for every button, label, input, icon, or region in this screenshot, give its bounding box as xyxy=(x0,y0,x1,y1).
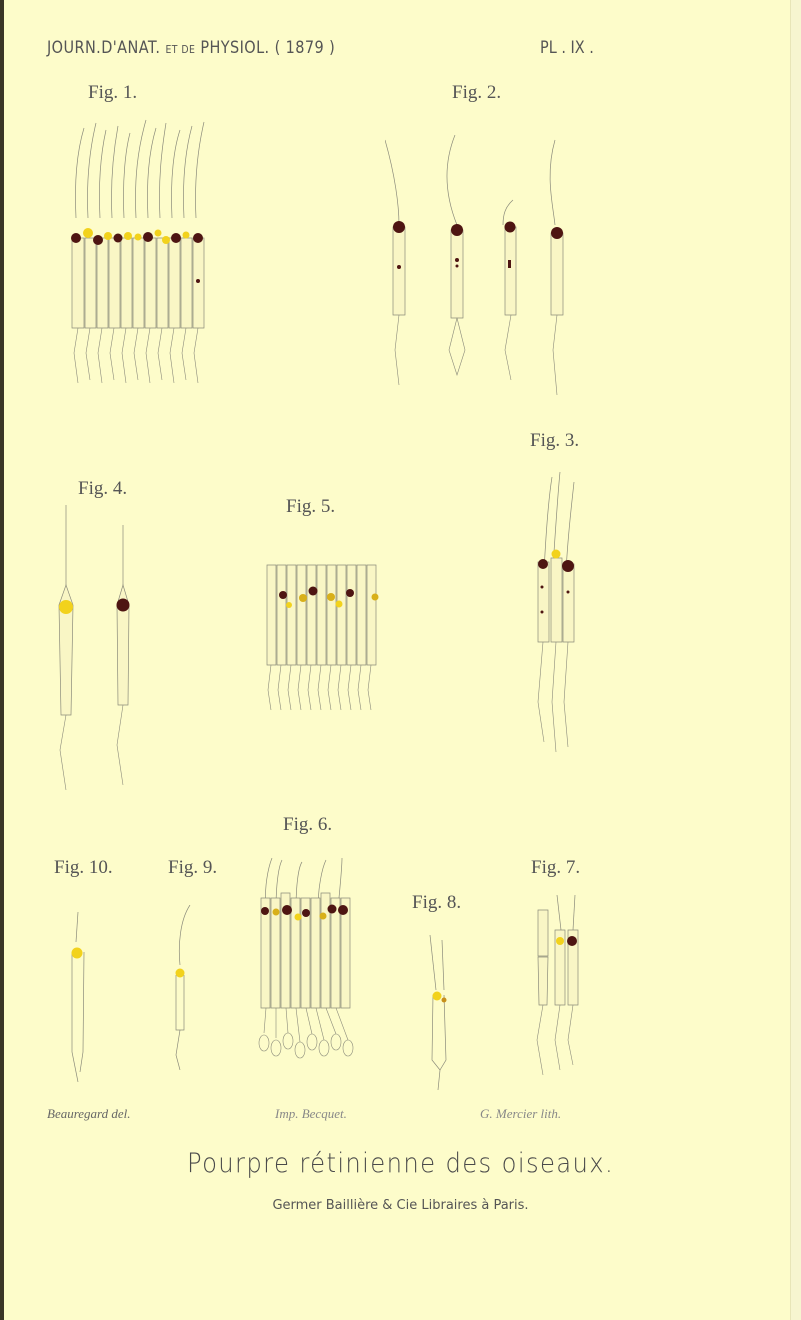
journal-header: JOURN.D'ANAT. ET DE PHYSIOL. ( 1879 ) xyxy=(47,38,335,58)
fig6-cone-layer-illustration xyxy=(256,858,356,1063)
journal-name: JOURN.D'ANAT. xyxy=(47,38,161,58)
journal-conjunction: ET DE xyxy=(165,43,196,56)
fig1-cone-row-illustration xyxy=(71,118,208,383)
fig3-three-cones-illustration xyxy=(532,472,582,772)
fig2-label: Fig. 2. xyxy=(452,82,502,103)
fig7-rod-and-cones-illustration xyxy=(535,895,585,1075)
fig8-label: Fig. 8. xyxy=(412,892,462,913)
journal-year: PHYSIOL. ( 1879 ) xyxy=(200,38,336,58)
plate-number: PL . IX . xyxy=(540,38,594,58)
lithographer-credit: G. Mercier lith. xyxy=(480,1106,562,1121)
plate-title: Pourpre rétinienne des oiseaux. xyxy=(186,1148,615,1179)
fig3-label: Fig. 3. xyxy=(530,430,580,451)
fig5-rods-cones-group-illustration xyxy=(265,545,379,710)
fig6-label: Fig. 6. xyxy=(283,814,333,835)
fig8-double-cone-illustration xyxy=(428,930,447,1090)
fig4-label: Fig. 4. xyxy=(78,478,128,499)
fig7-label: Fig. 7. xyxy=(531,857,581,878)
fig10-single-cone-illustration xyxy=(71,912,98,1082)
fig1-label: Fig. 1. xyxy=(88,82,138,103)
fig9-label: Fig. 9. xyxy=(168,857,218,878)
publisher-line: Germer Baillière & Cie Libraires à Paris… xyxy=(272,1198,529,1213)
fig9-single-cone-illustration xyxy=(175,905,200,1070)
fig10-label: Fig. 10. xyxy=(54,857,113,878)
page-edge-left xyxy=(0,0,4,1320)
artist-credit: Beauregard del. xyxy=(47,1106,131,1121)
fig4-two-cones-illustration xyxy=(55,505,130,790)
printer-credit: Imp. Becquet. xyxy=(275,1106,347,1121)
fig2-isolated-cones-illustration xyxy=(385,135,575,400)
fig5-label: Fig. 5. xyxy=(286,496,336,517)
page-edge-right xyxy=(790,0,801,1320)
